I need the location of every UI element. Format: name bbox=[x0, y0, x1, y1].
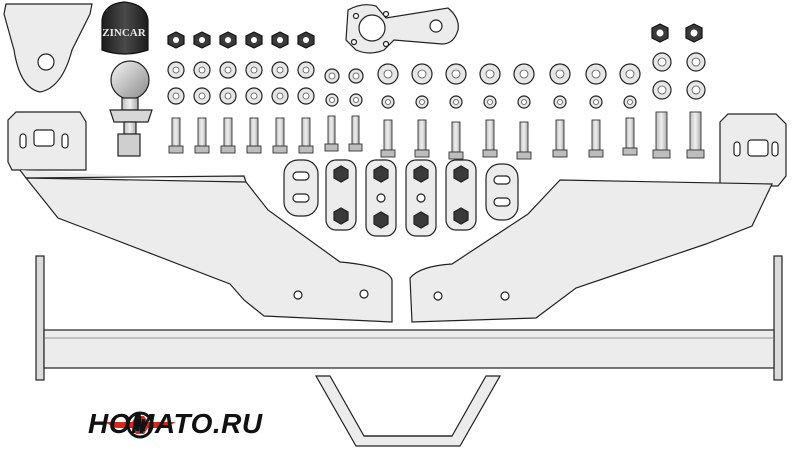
center-plate-5 bbox=[445, 159, 477, 231]
center-plate-4 bbox=[405, 159, 437, 237]
center-plate-3 bbox=[365, 159, 397, 237]
ball-cover-cap: ZINCAR bbox=[101, 1, 149, 55]
socket-mount-plate bbox=[345, 4, 459, 54]
right-side-bracket bbox=[719, 113, 787, 187]
ball-cover-label: ZINCAR bbox=[102, 27, 146, 39]
lock-washers-row bbox=[167, 87, 637, 109]
brand-logo-icon bbox=[104, 411, 176, 439]
left-frame-arm bbox=[24, 177, 393, 323]
hitch-receiver bbox=[314, 375, 502, 447]
brand-name: HOMATO.RU bbox=[88, 408, 263, 439]
center-plate-1 bbox=[283, 159, 319, 217]
bolts-row bbox=[168, 111, 705, 160]
right-frame-arm bbox=[409, 179, 773, 323]
left-side-bracket bbox=[7, 111, 247, 183]
tow-ball bbox=[109, 60, 153, 157]
top-mount-bracket bbox=[3, 3, 93, 93]
center-plate-2 bbox=[325, 159, 357, 231]
main-cross-beam bbox=[35, 255, 783, 381]
center-plate-6 bbox=[485, 163, 519, 221]
